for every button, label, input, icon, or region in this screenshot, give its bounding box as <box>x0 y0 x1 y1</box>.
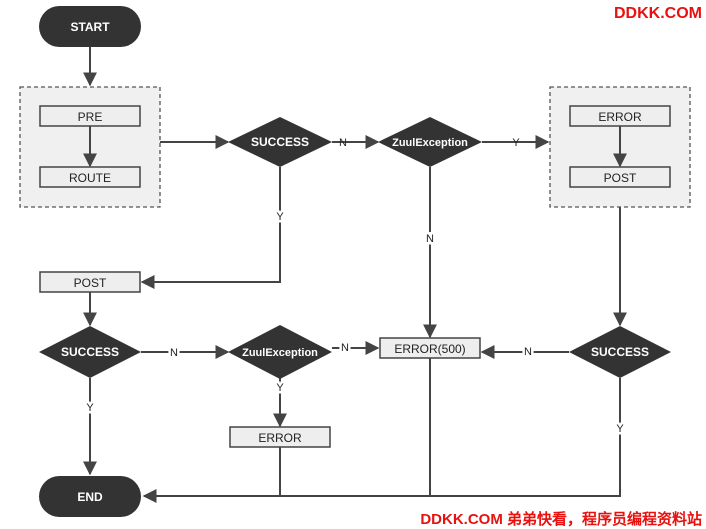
error500-box <box>379 337 481 359</box>
watermark-bottom: DDKK.COM 弟弟快看，程序员编程资料站 <box>420 511 702 528</box>
error-filter-label: ERROR <box>598 110 642 124</box>
edge-label-zuul-mid-y: Y <box>276 382 284 394</box>
zuul-top-label: ZuulException <box>392 137 468 149</box>
success-left-diamond <box>39 326 141 378</box>
edge-label-success-left-y: Y <box>86 402 94 414</box>
error-filter-box <box>569 105 671 127</box>
end-label: END <box>77 490 103 504</box>
edge-label-success-left-n: N <box>170 347 178 359</box>
success-top-label: SUCCESS <box>251 135 309 149</box>
pre-label: PRE <box>78 110 103 124</box>
edge-success-top-y <box>140 167 281 289</box>
error500-label: ERROR(500) <box>394 342 465 356</box>
success-right-diamond <box>569 326 671 378</box>
end-terminal <box>39 476 141 517</box>
error-box <box>229 426 331 448</box>
post-after-label: POST <box>74 276 107 290</box>
connectors <box>83 47 627 503</box>
edge-label-success-right-y: Y <box>616 423 624 435</box>
zuul-top-diamond <box>378 117 482 167</box>
start-terminal <box>39 6 141 47</box>
route-label: ROUTE <box>69 171 111 185</box>
edge-label-success-right-n: N <box>524 346 532 358</box>
watermark-top: DDKK.COM <box>614 5 702 22</box>
route-box <box>39 166 141 188</box>
post-filter-box <box>569 166 671 188</box>
success-left-label: SUCCESS <box>61 345 119 359</box>
start-label: START <box>70 20 110 34</box>
edge-label-zuul-top-y: Y <box>512 137 520 149</box>
edge-label-success-top-y: Y <box>276 211 284 223</box>
edge-label-success-top-n: N <box>339 137 347 149</box>
post-after-box <box>39 271 141 293</box>
pre-box <box>39 105 141 127</box>
success-top-diamond <box>228 117 332 167</box>
zuul-mid-label: ZuulException <box>242 347 318 359</box>
edge-success-right-y <box>142 378 621 503</box>
post-filter-label: POST <box>604 171 637 185</box>
success-right-label: SUCCESS <box>591 345 649 359</box>
zuul-mid-diamond <box>228 325 332 379</box>
edge-label-zuul-mid-n: N <box>341 342 349 354</box>
error-box-label: ERROR <box>258 431 302 445</box>
edge-label-zuul-top-n: N <box>426 233 434 245</box>
